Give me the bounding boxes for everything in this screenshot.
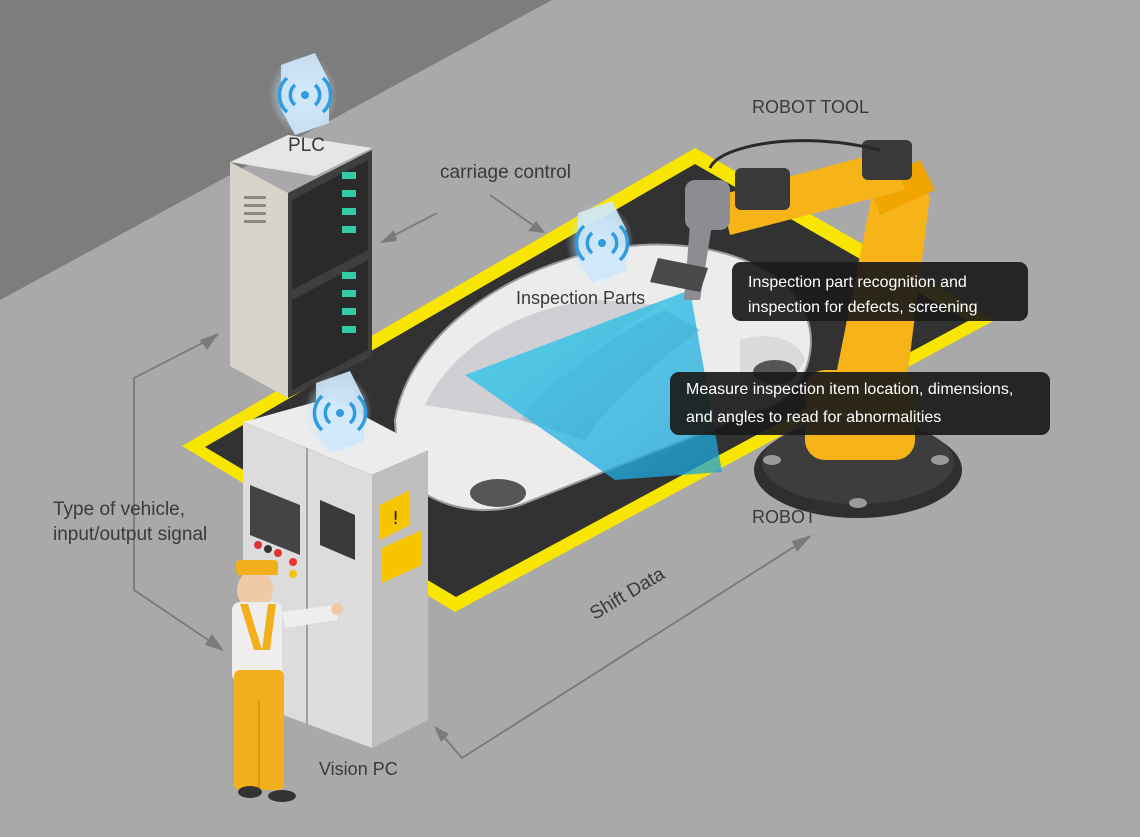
worker-arm <box>282 605 338 628</box>
plc-vent <box>244 212 266 215</box>
pc-button <box>289 558 297 566</box>
robot-tool-mount <box>685 180 730 230</box>
robot-label: ROBOT <box>752 507 817 527</box>
wireless-wave <box>585 231 619 255</box>
measurement-callout-line2: and angles to read for abnormalities <box>686 409 942 426</box>
vehicle-type-label-line1: Type of vehicle, <box>53 499 186 520</box>
arrow-heads <box>200 221 812 742</box>
robot-motor <box>862 140 912 180</box>
vision-scan-beam <box>465 290 722 480</box>
inspection-parts-label: Inspection Parts <box>516 288 646 308</box>
wireless-wave <box>574 224 630 262</box>
plc-vent <box>244 220 266 223</box>
wireless-wave <box>277 76 333 114</box>
worker-head <box>237 570 273 610</box>
robot-upper-arm <box>720 150 905 235</box>
plc-top <box>230 135 372 176</box>
vision-pc-label: Vision PC <box>319 759 398 779</box>
measurement-callout: Measure inspection item location, dimens… <box>670 372 1050 435</box>
wireless-dot <box>336 409 344 417</box>
pc-screen-right <box>320 500 355 560</box>
recognition-callout-line2: inspection for defects, screening <box>748 299 978 316</box>
robot-cable <box>708 139 881 169</box>
carriage-control-label: carriage control <box>440 162 571 183</box>
wireless-wave <box>312 394 368 432</box>
wireless-wave <box>323 401 357 425</box>
worker-boot <box>238 786 262 798</box>
wireless-wave <box>288 83 322 107</box>
arrow-head <box>380 230 397 243</box>
bolt <box>849 498 867 508</box>
carriage-arrow-right <box>489 194 541 231</box>
vehicle-signal-arrow <box>133 334 221 649</box>
worker-boot <box>268 790 296 802</box>
pc-button <box>289 570 297 578</box>
plc-label: PLC <box>288 135 325 156</box>
vision-camera <box>650 258 708 292</box>
wireless-signal-icon <box>566 201 634 283</box>
pc-side <box>372 450 428 748</box>
wireless-dot <box>598 239 606 247</box>
recognition-callout-line1: Inspection part recognition and <box>748 274 967 291</box>
warning-triangle-icon <box>380 490 410 540</box>
pc-screen-left <box>250 485 300 555</box>
worker <box>232 560 343 802</box>
bolt <box>931 455 949 465</box>
plc-light <box>342 190 356 197</box>
bolt <box>763 455 781 465</box>
pc-button <box>254 541 262 549</box>
worker-helmet-dome <box>236 561 278 575</box>
plc-light <box>342 272 356 279</box>
wireless-signal-icon <box>304 371 372 453</box>
worker-strap <box>262 604 276 650</box>
arrow-head <box>205 634 224 651</box>
measurement-callout-line1: Measure inspection item location, dimens… <box>686 381 1014 398</box>
plc-vent <box>244 204 266 207</box>
plc-light <box>342 172 356 179</box>
worker-hand <box>331 603 343 615</box>
plc-vents <box>244 196 266 223</box>
recognition-callout: Inspection part recognition and inspecti… <box>732 262 1028 321</box>
arrow-head <box>434 726 449 742</box>
plc-light <box>342 308 356 315</box>
pc-buttons <box>254 541 297 578</box>
pc-warning-plate <box>382 530 422 583</box>
arrow-head <box>200 333 219 350</box>
arrow-head <box>528 221 545 233</box>
plc-cabinet <box>230 135 372 398</box>
shift-data-arrow <box>437 537 809 760</box>
wireless-dot <box>301 91 309 99</box>
plc-light <box>342 226 356 233</box>
pc-button <box>264 545 272 553</box>
robot-tool-label: ROBOT TOOL <box>752 97 870 117</box>
robot-base-bolts <box>763 455 949 508</box>
robot-arm <box>650 139 962 518</box>
car-wheel-arch <box>470 479 526 507</box>
plc-vent <box>244 196 266 199</box>
wireless-signal-icon <box>269 53 337 135</box>
worker-strap <box>240 604 262 650</box>
robot-wrist <box>735 168 790 210</box>
plc-light <box>342 208 356 215</box>
plc-status-lights <box>342 172 356 333</box>
arrow-head <box>792 535 812 552</box>
plc-light <box>342 290 356 297</box>
plc-light <box>342 326 356 333</box>
vehicle-type-label-line2: input/output signal <box>53 524 208 545</box>
pc-button <box>274 549 282 557</box>
warning-glyph: ! <box>392 508 399 529</box>
